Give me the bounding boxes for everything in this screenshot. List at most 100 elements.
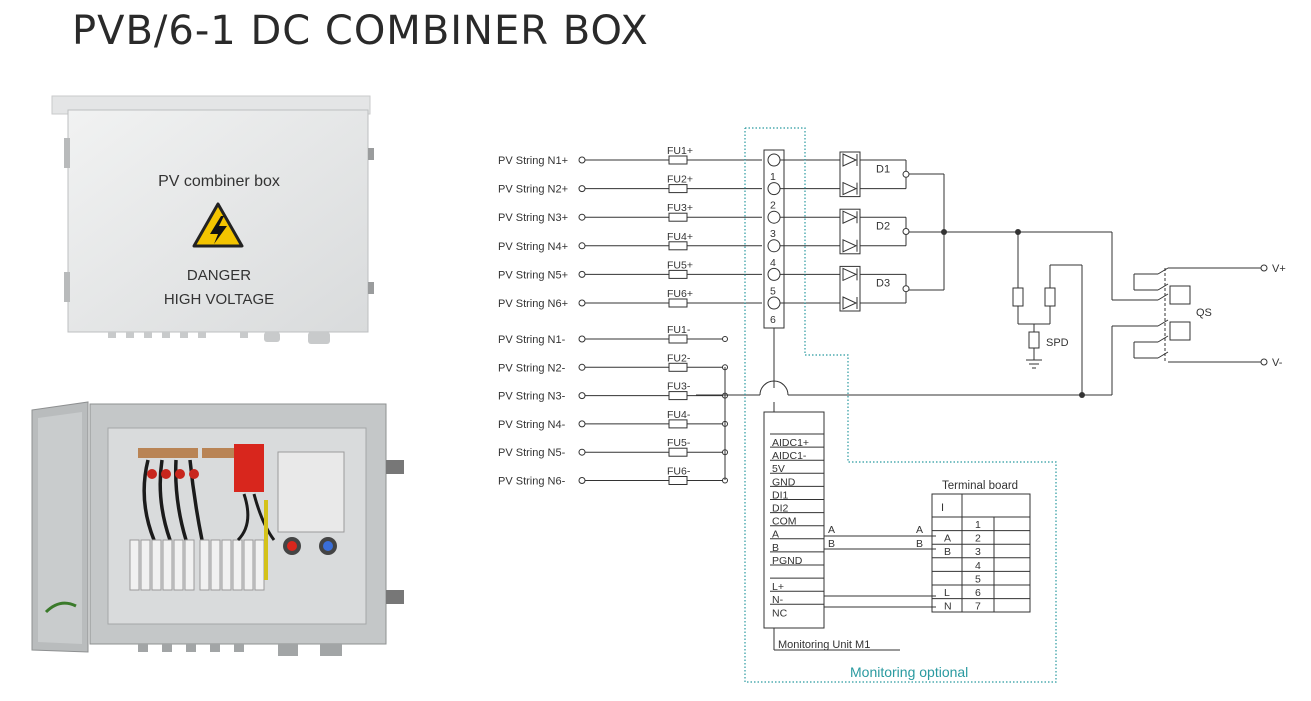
hinge-icon	[368, 282, 374, 294]
board-number: 4	[975, 560, 981, 572]
cable-glands	[108, 332, 330, 344]
junction-dots	[941, 229, 1085, 398]
input-terminal-icon	[578, 477, 586, 484]
negative-string-inputs: PV String N1- FU1- PV String N2- FU2- PV Str…	[498, 324, 728, 488]
string-label: PV String N3-	[498, 391, 566, 403]
fuse-label: FU6-	[667, 466, 691, 478]
fuse-icon	[668, 269, 688, 279]
terminal-number: 6	[770, 314, 776, 326]
diode-icon	[842, 153, 858, 167]
fuse-label: FU2-	[667, 352, 691, 364]
string-label: PV String N2-	[498, 362, 566, 374]
fuse-icon	[668, 212, 688, 222]
input-terminal-icon	[578, 448, 586, 456]
fuse-icon	[668, 334, 688, 344]
board-number: 1	[975, 519, 981, 531]
board-left-label: L	[944, 587, 950, 599]
fuse-label: FU3+	[667, 202, 693, 214]
bus-label-a: A	[828, 524, 835, 536]
board-number: 3	[975, 546, 981, 558]
input-terminal-icon	[578, 363, 586, 371]
fuse-label: FU5-	[667, 437, 691, 449]
high-voltage-warning-icon	[192, 202, 244, 248]
monitor-pin-label: GND	[772, 476, 796, 488]
fuse-label: FU5+	[667, 259, 693, 271]
input-terminal-icon	[578, 420, 586, 428]
dc-breaker	[277, 451, 345, 533]
string-label: PV String N6-	[498, 476, 566, 488]
diode-icon	[842, 210, 858, 224]
terminal-screw-icon	[767, 267, 781, 281]
terminal-number: 1	[770, 171, 776, 183]
string-label: PV String N6+	[498, 298, 568, 310]
board-left-label: A	[944, 533, 951, 545]
fuse-label: FU4+	[667, 231, 693, 243]
page-title: PVB/6-1 DC COMBINER BOX	[72, 8, 649, 54]
fuse-label: FU6+	[667, 288, 693, 300]
input-terminal-icon	[578, 335, 586, 343]
open-box-photo	[31, 401, 404, 656]
optional-monitoring-region	[744, 127, 1057, 683]
monitor-pin-label: L+	[772, 581, 784, 593]
output-pos-label: V+	[1272, 263, 1286, 275]
cable-glands	[138, 644, 342, 656]
diode-icon	[842, 181, 858, 196]
bus-label-b-right: B	[916, 538, 923, 550]
fuse-label: FU1+	[667, 145, 693, 157]
main-wiring	[696, 149, 1262, 651]
board-number: 6	[975, 587, 981, 599]
input-terminal-icon	[578, 270, 586, 278]
monitor-pin-label: B	[772, 542, 779, 554]
box-label: PV combiner box	[158, 173, 280, 190]
diode-icon	[842, 239, 858, 253]
diode-label: D3	[876, 278, 890, 290]
string-label: PV String N4+	[498, 241, 568, 253]
terminal-screw-icon	[767, 210, 781, 224]
string-label: PV String N5-	[498, 447, 566, 459]
high-voltage-text: HIGH VOLTAGE	[164, 291, 274, 308]
fuse-label: FU1-	[667, 324, 691, 336]
monitoring-unit	[763, 411, 825, 629]
monitor-pin-label: 5V	[772, 463, 785, 475]
danger-text: DANGER	[187, 267, 251, 284]
monitor-pin-label: DI2	[772, 503, 789, 515]
string-label: PV String N1+	[498, 155, 568, 167]
spd-label: SPD	[1046, 337, 1069, 349]
fuse-icon	[668, 298, 688, 308]
bus-label-a-right: A	[916, 524, 923, 536]
monitor-pin-label: COM	[772, 516, 797, 528]
fuse-icon	[668, 362, 688, 372]
terminal-number: 4	[770, 257, 776, 269]
input-terminal-icon	[578, 392, 586, 400]
output-neg-label: V-	[1272, 357, 1283, 369]
fuse-icon	[668, 419, 688, 429]
terminal-number: 3	[770, 228, 776, 240]
input-terminal-icon	[578, 156, 586, 164]
hinge-icon	[368, 148, 374, 160]
terminal-screw-icon	[767, 182, 781, 196]
diode-output-icon	[902, 285, 910, 293]
monitor-pin-label: DI1	[772, 489, 789, 501]
fuse-label: FU2+	[667, 174, 693, 186]
diode-label: D2	[876, 221, 890, 233]
fuse-icon	[668, 155, 688, 165]
terminal-board-title: Terminal board	[942, 480, 1018, 492]
terminal-number: 2	[770, 200, 776, 212]
diode-output-icon	[902, 228, 910, 235]
diode-icon	[842, 296, 858, 310]
fuse-icon	[668, 447, 688, 457]
fuse-icon	[668, 241, 688, 251]
bus-label-b: B	[828, 538, 835, 550]
monitor-pin-label: PGND	[772, 555, 803, 567]
board-number: 7	[975, 601, 981, 613]
board-number: 2	[975, 533, 981, 545]
switch-label: QS	[1196, 307, 1212, 319]
board-left-label: N	[944, 601, 952, 613]
string-label: PV String N4-	[498, 419, 566, 431]
monitor-pin-label: NC	[772, 607, 788, 619]
string-label: PV String N1-	[498, 334, 566, 346]
